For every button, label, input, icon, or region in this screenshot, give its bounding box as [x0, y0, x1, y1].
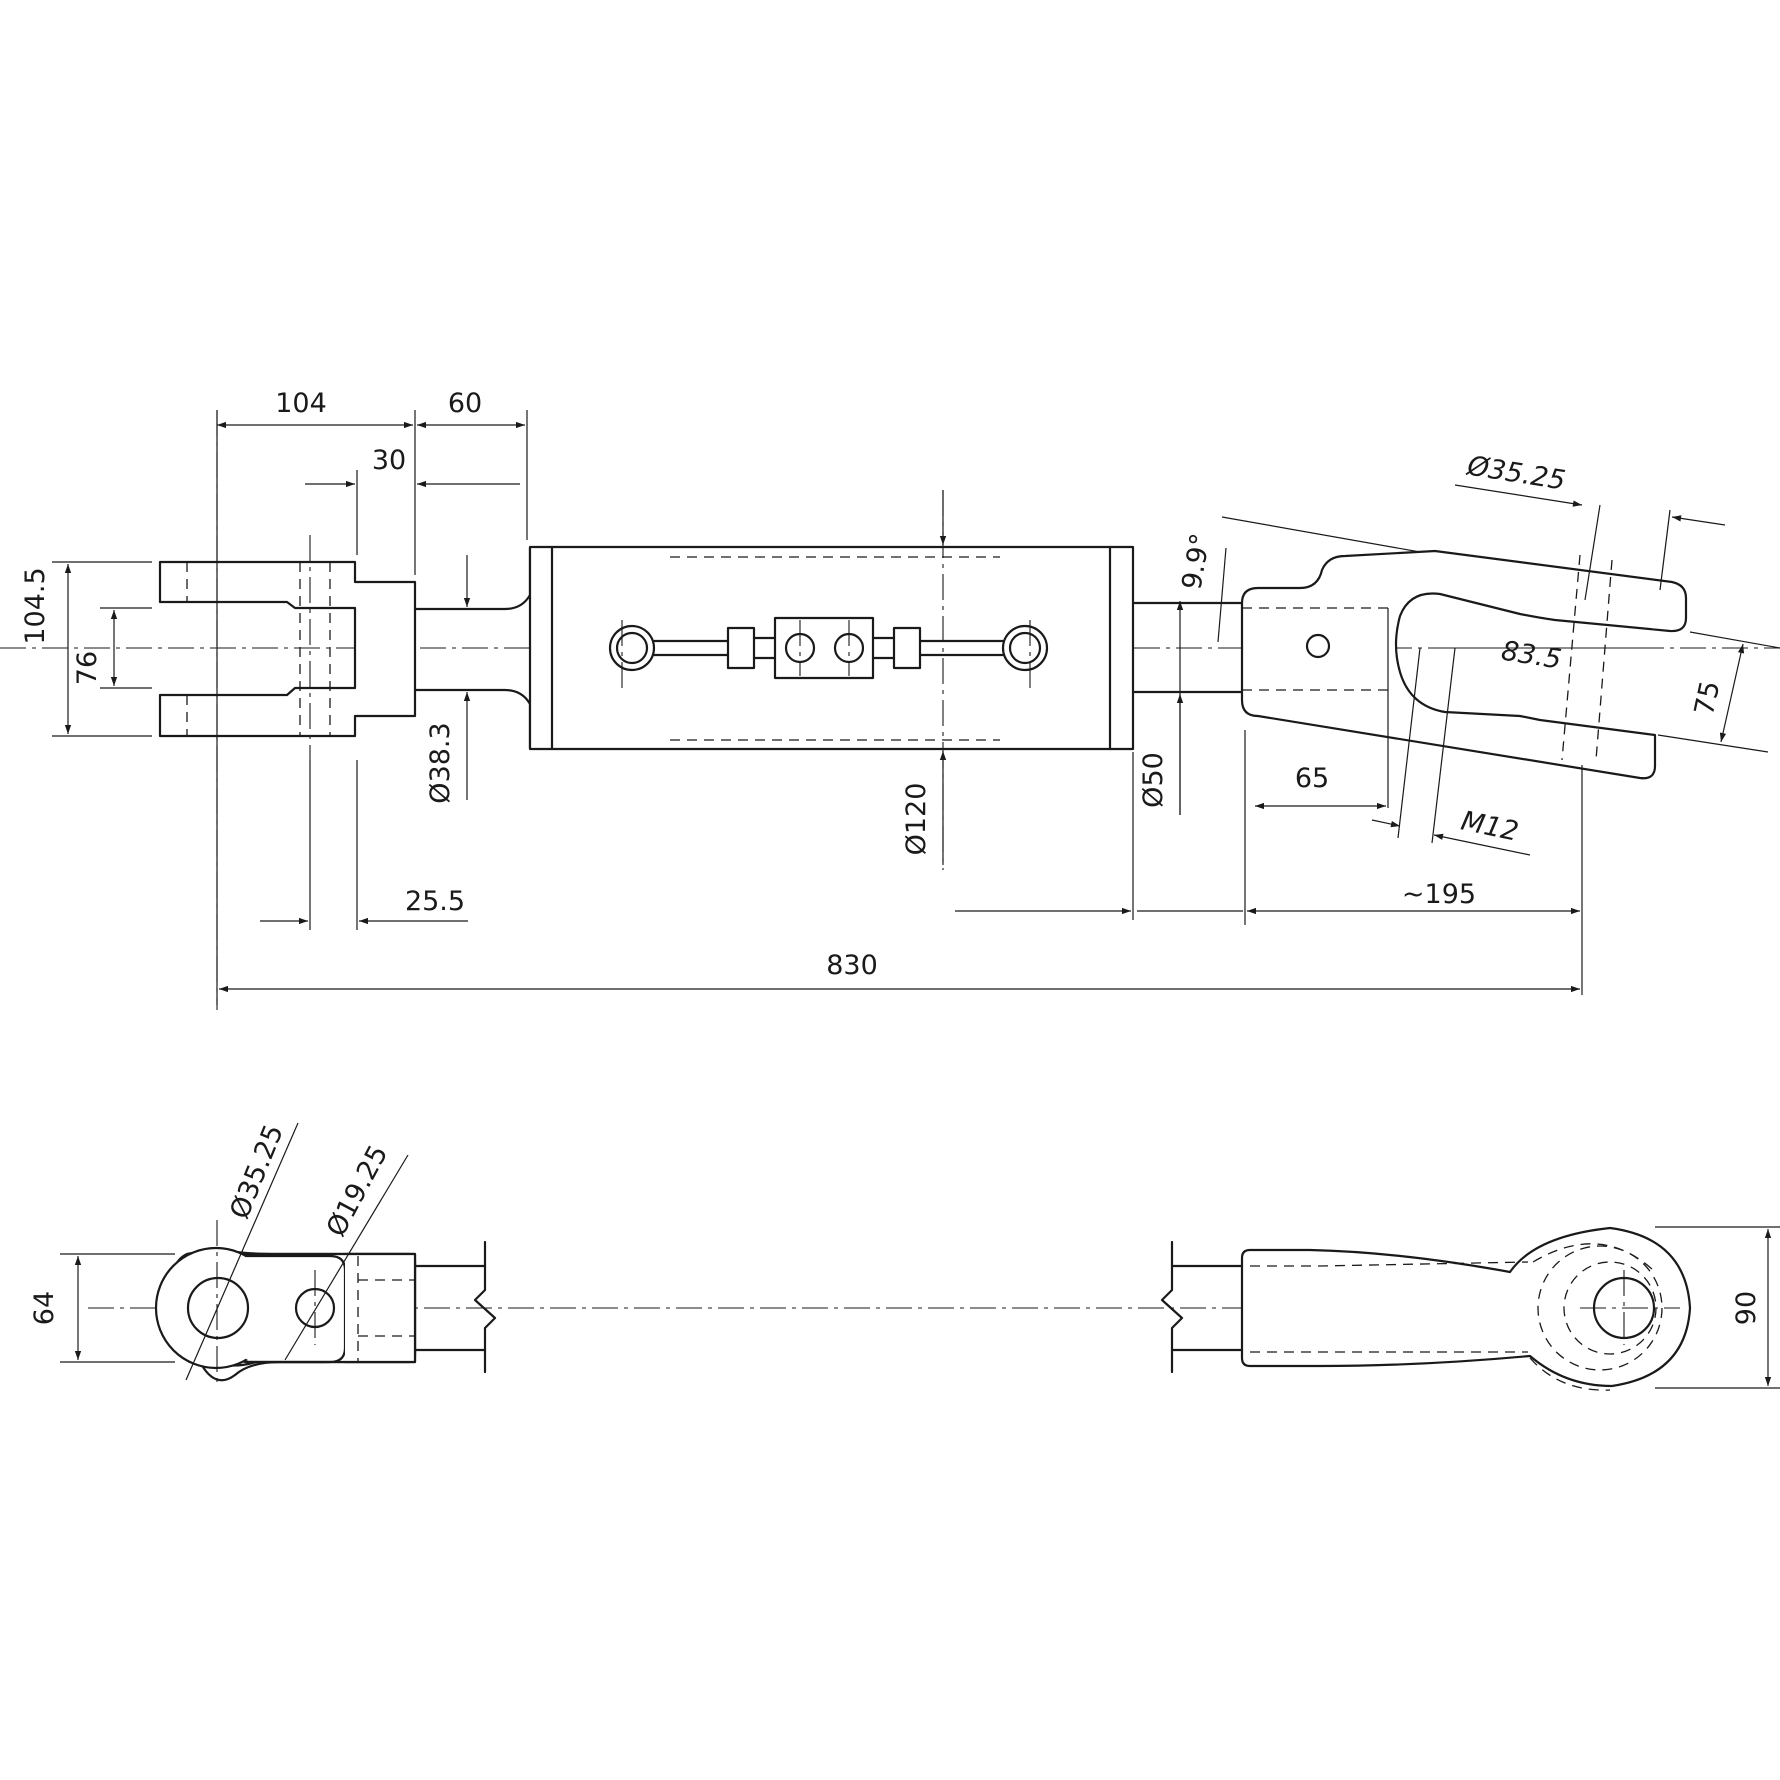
- dim-30-label: 30: [372, 445, 406, 476]
- dim-diameter-50-label: Ø50: [1138, 752, 1169, 808]
- dim-104-5-label: 104.5: [20, 567, 51, 644]
- left-eye-end: [154, 1220, 497, 1385]
- top-dimension-lines: [52, 410, 1780, 1005]
- right-rod: [1131, 601, 1244, 694]
- left-clevis-fork: [158, 410, 417, 1010]
- top-view: 104 60 30 104.5 76 Ø38.3 25.5 Ø120 Ø50 9…: [0, 388, 1780, 1010]
- dim-830-label: 830: [826, 950, 878, 981]
- dim-60-label: 60: [448, 388, 482, 419]
- dim-diameter-38-3-label: Ø38.3: [425, 722, 456, 803]
- dim-diameter-35-25-bottom-label: Ø35.25: [224, 1120, 290, 1223]
- cylinder-body: [528, 490, 1135, 870]
- dim-76-label: 76: [72, 651, 103, 685]
- bottom-dimension-lines: [60, 1122, 1780, 1389]
- dim-diameter-35-25-top-label: Ø35.25: [1464, 450, 1567, 496]
- dim-104-label: 104: [275, 388, 327, 419]
- bottom-view: Ø35.25 Ø19.25 64 90: [29, 1120, 1780, 1391]
- dim-64-label: 64: [29, 1291, 60, 1325]
- dim-90-label: 90: [1731, 1291, 1762, 1325]
- dim-75-label: 75: [1689, 678, 1726, 718]
- right-eye-end: [1160, 1226, 1692, 1391]
- dim-25-5-label: 25.5: [405, 886, 465, 917]
- dim-diameter-120-label: Ø120: [901, 783, 932, 856]
- dim-83-5-label: 83.5: [1499, 636, 1563, 676]
- dim-195-label: ~195: [1402, 879, 1476, 910]
- dim-diameter-19-25-label: Ø19.25: [321, 1140, 395, 1242]
- right-clevis-fork: [1240, 549, 1688, 780]
- dim-angle-9-9-label: 9.9°: [1176, 531, 1216, 592]
- hydraulic-hose-assembly: [608, 616, 1049, 690]
- dim-65-label: 65: [1295, 763, 1329, 794]
